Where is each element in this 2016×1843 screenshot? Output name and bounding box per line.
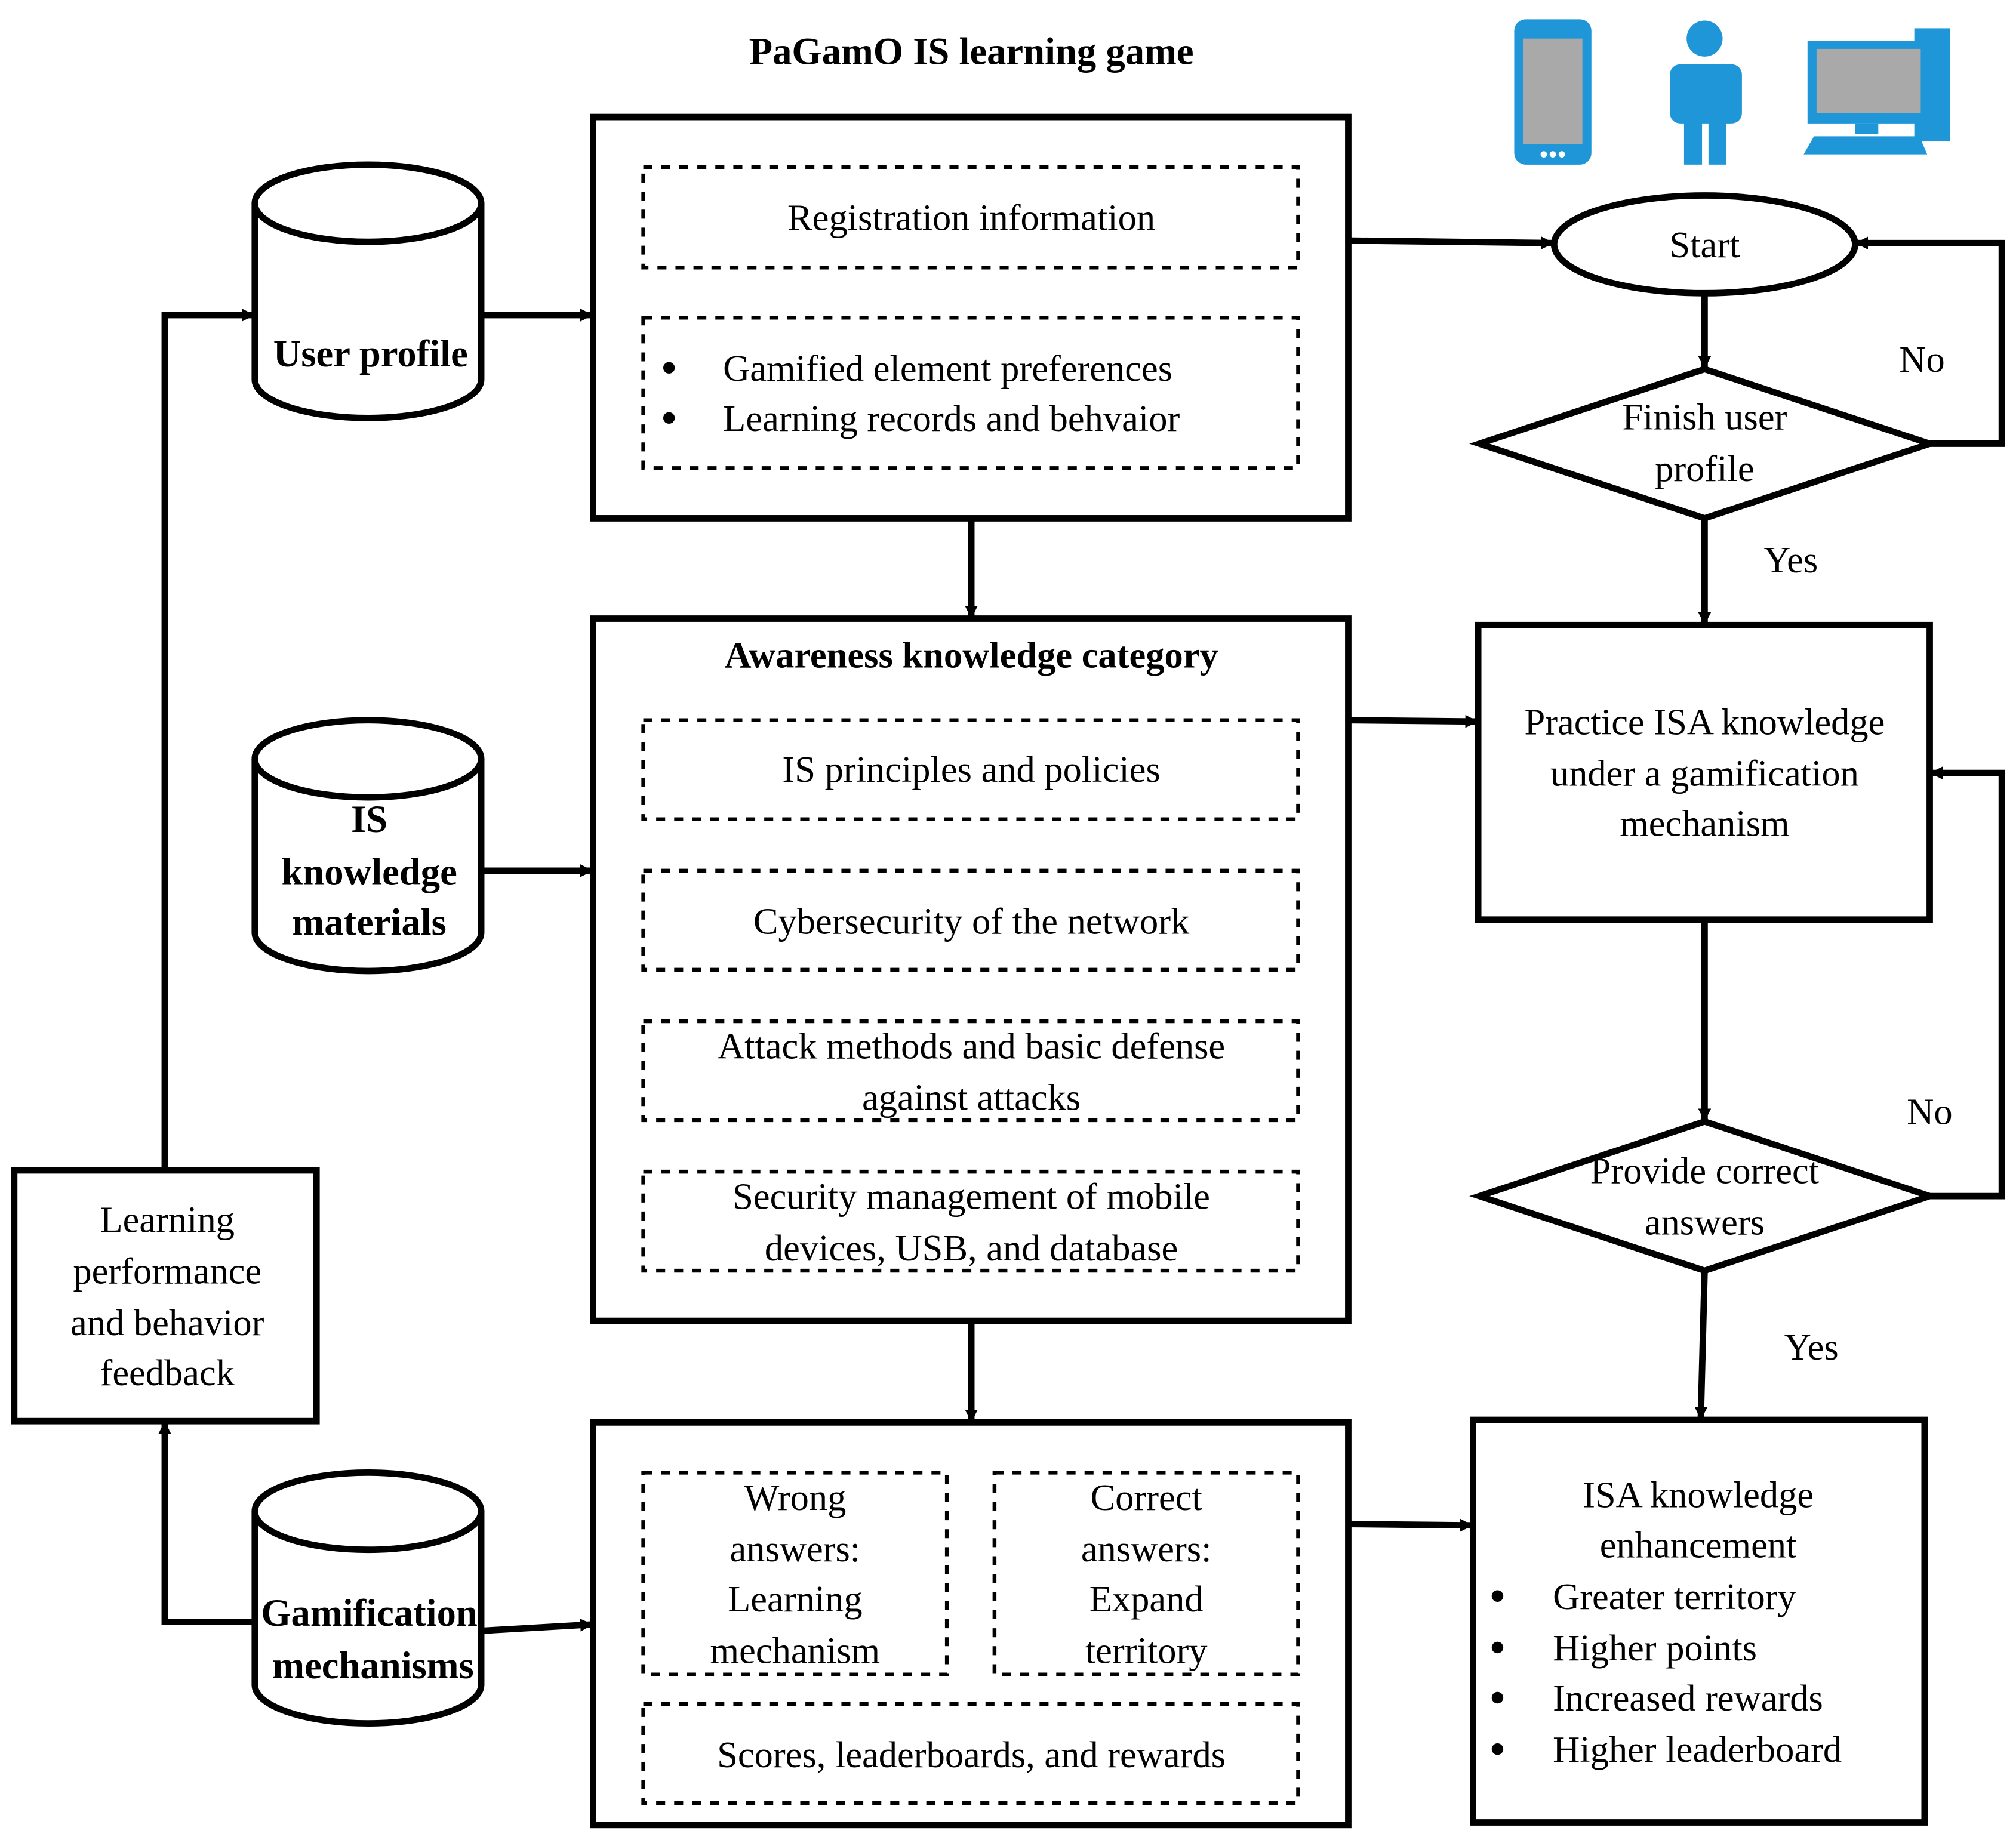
- decision2-line: answers: [1645, 1201, 1765, 1243]
- decision1-line: Finish user: [1622, 396, 1787, 438]
- user-profile-database: User profile: [251, 161, 485, 421]
- desktop-computer-icon: [1803, 28, 1950, 155]
- correct-answers-line: answers:: [1081, 1528, 1212, 1570]
- wrong-answers-line: Learning: [728, 1578, 863, 1620]
- awareness-knowledge-heading: Awareness knowledge category: [724, 634, 1218, 676]
- decision2-line: Provide correct: [1590, 1150, 1819, 1192]
- is-materials-label-line: IS: [351, 797, 387, 840]
- connectors: [158, 236, 2005, 1634]
- knowledge-item-text: IS principles and policies: [782, 748, 1160, 790]
- is-knowledge-materials-database: IS knowledge materials: [251, 717, 485, 975]
- feedback-line: performance: [73, 1250, 261, 1292]
- decision1-line: profile: [1655, 448, 1755, 489]
- knowledge-item-text: against attacks: [862, 1077, 1081, 1118]
- wrong-answers-line: Wrong: [744, 1477, 846, 1518]
- enhancement-bullet-text: Higher leaderboard: [1553, 1728, 1842, 1770]
- arrow-profile-to-start: [1348, 236, 1555, 249]
- gamification-label-line: Gamification: [261, 1591, 478, 1634]
- enhancement-heading-line: enhancement: [1600, 1524, 1797, 1566]
- knowledge-item-text: devices, USB, and database: [765, 1227, 1178, 1269]
- practice-line: mechanism: [1620, 803, 1790, 845]
- scores-leaderboards-text: Scores, leaderboards, and rewards: [717, 1734, 1226, 1776]
- isa-enhancement-box: ISA knowledge enhancement Greater territ…: [1470, 1416, 1928, 1826]
- arrow-decision2-yes: [1694, 1270, 1708, 1420]
- awareness-knowledge-box: Awareness knowledge category IS principl…: [590, 615, 1352, 1324]
- start-label: Start: [1669, 224, 1740, 266]
- arrow-decision1-no-loop: [1855, 236, 2005, 447]
- gamification-label-line: mechanisms: [272, 1644, 473, 1687]
- feedback-box: Learning performance and behavior feedba…: [11, 1167, 320, 1425]
- profile-bullet-text: Gamified element preferences: [723, 347, 1172, 389]
- feedback-line: feedback: [100, 1352, 235, 1394]
- decision1-no-label: No: [1899, 338, 1944, 380]
- wrong-answers-line: mechanism: [710, 1629, 881, 1671]
- correct-answers-line: Expand: [1089, 1578, 1204, 1620]
- practice-isa-box: Practice ISA knowledge under a gamificat…: [1475, 621, 1933, 923]
- gamification-mechanisms-database: Gamification mechanisms: [251, 1469, 485, 1727]
- arrow-decision2-no-loop: [1929, 766, 2005, 1200]
- arrow-db-to-gamification: [481, 1619, 593, 1634]
- finish-profile-decision: Finish user profile: [1469, 365, 1940, 522]
- arrow-knowledge-to-practice: [1348, 714, 1479, 728]
- is-materials-label-line: knowledge: [281, 850, 457, 893]
- user-profile-box: Registration information Gamified elemen…: [590, 113, 1352, 522]
- practice-line: Practice ISA knowledge: [1524, 701, 1885, 742]
- diagram-title: PaGamO IS learning game: [749, 30, 1194, 73]
- feedback-line: and behavior: [70, 1302, 264, 1343]
- knowledge-item-text: Security management of mobile: [732, 1176, 1210, 1218]
- enhancement-bullet-text: Increased rewards: [1553, 1677, 1823, 1719]
- registration-information-text: Registration information: [787, 197, 1155, 239]
- gamification-box: Wrong answers: Learning mechanism Correc…: [590, 1419, 1352, 1829]
- smartphone-icon: [1514, 19, 1592, 165]
- correct-answers-decision: Provide correct answers: [1469, 1118, 1940, 1274]
- decision2-yes-label: Yes: [1784, 1326, 1839, 1368]
- start-terminal: Start: [1550, 192, 1858, 297]
- is-materials-label-line: materials: [292, 901, 446, 944]
- enhancement-heading-line: ISA knowledge: [1583, 1474, 1814, 1516]
- feedback-line: Learning: [100, 1198, 235, 1240]
- person-icon: [1670, 20, 1742, 165]
- user-profile-label: User profile: [273, 332, 468, 375]
- enhancement-bullet-text: Higher points: [1553, 1627, 1757, 1669]
- correct-answers-line: territory: [1085, 1629, 1208, 1671]
- knowledge-item-text: Attack methods and basic defense: [718, 1025, 1225, 1067]
- profile-bullet-text: Learning records and behvaior: [723, 397, 1180, 439]
- practice-line: under a gamification: [1550, 753, 1859, 794]
- decision2-no-label: No: [1907, 1090, 1952, 1132]
- wrong-answers-line: answers:: [730, 1528, 861, 1570]
- arrow-feedback-to-user-profile: [161, 309, 255, 1170]
- arrow-gamification-to-enhancement: [1348, 1518, 1473, 1532]
- enhancement-bullet-text: Greater territory: [1553, 1576, 1796, 1617]
- correct-answers-line: Correct: [1090, 1477, 1202, 1518]
- arrow-gamification-to-feedback: [158, 1421, 255, 1625]
- knowledge-item-text: Cybersecurity of the network: [753, 900, 1190, 942]
- decision1-yes-label: Yes: [1763, 539, 1818, 581]
